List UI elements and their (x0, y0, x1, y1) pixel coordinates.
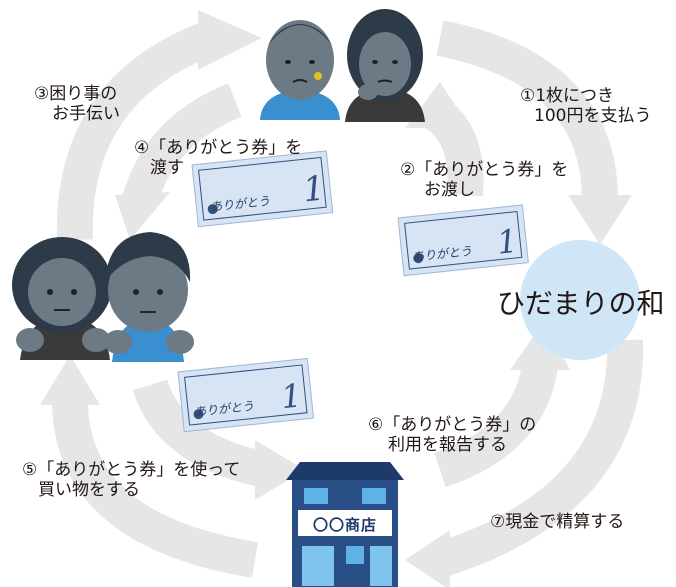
arrowhead-inner-upper-left (115, 192, 170, 240)
arrowhead-inner-lower-right (510, 320, 570, 370)
young-man (104, 232, 194, 362)
arrowhead-outer-bottom-left (40, 355, 100, 405)
elderly-woman (345, 9, 425, 122)
ticket-icon: 1 (177, 357, 315, 433)
svg-text:1: 1 (301, 168, 327, 210)
step-5-label: ⑤「ありがとう券」を使って 買い物をする (22, 460, 241, 500)
young-woman (12, 237, 112, 360)
arrowhead-inner-lower-left (255, 440, 305, 500)
arrow-inner-upper-left (122, 83, 243, 206)
organization-name: ひだまりの和 (497, 287, 665, 320)
arrowhead-outer-bottom-right (405, 530, 450, 587)
step-6-label: ⑥「ありがとう券」の 利用を報告する (368, 415, 537, 455)
ticket-icon: 1 (191, 150, 334, 228)
step-4-label: ④「ありがとう券」を 渡す (134, 138, 303, 178)
step-1-label: ①1枚につき 100円を支払う (520, 86, 652, 126)
arrow-inner-lower-right (434, 361, 558, 488)
step-3-label: ③困り事の お手伝い (34, 84, 120, 124)
arrowhead-outer-top-left (198, 10, 262, 70)
elderly-man (260, 20, 340, 120)
shop-sign: 〇〇商店 (312, 516, 377, 534)
svg-text:1: 1 (495, 222, 519, 262)
arrow-inner-lower-left (132, 378, 269, 488)
arrowhead-outer-top-right (568, 195, 632, 245)
step-2-label: ②「ありがとう券」を お渡し (400, 160, 569, 200)
arrow-outer-top-left (56, 21, 217, 241)
arrow-outer-bottom-left (52, 399, 258, 578)
arrow-outer-bottom-right (434, 339, 644, 578)
ticket-icon: 1 (397, 204, 529, 277)
step-7-label: ⑦現金で精算する (490, 512, 625, 532)
svg-text:1: 1 (279, 376, 303, 416)
arrow-outer-top-right (436, 20, 618, 201)
